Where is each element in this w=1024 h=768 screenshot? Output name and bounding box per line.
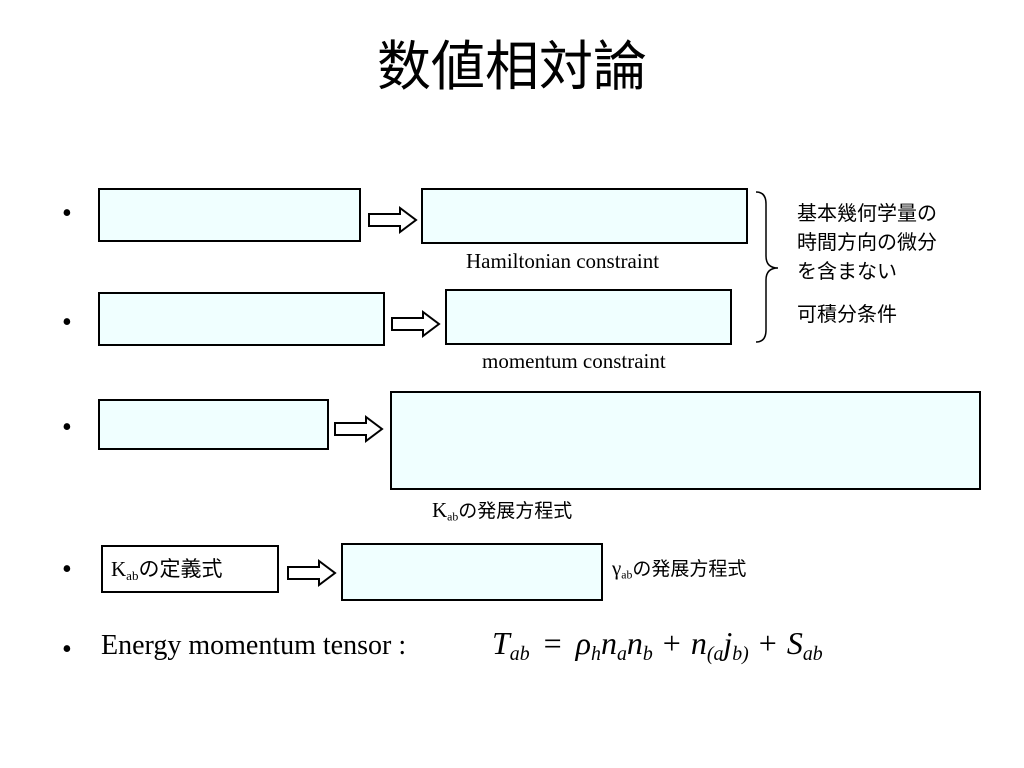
bullet-3: •: [62, 412, 72, 443]
kab-def-subscript: ab: [126, 567, 139, 583]
eq-n1-sub: a: [616, 642, 627, 665]
eq-rho-sub: h: [591, 642, 601, 665]
bullet-2: •: [62, 307, 72, 338]
gamma-subscript: ab: [621, 568, 633, 582]
kab-symbol: K: [432, 498, 448, 522]
row3-arrow-icon: [334, 415, 384, 443]
row1-right-box: [421, 188, 748, 244]
eq-n3: n: [690, 625, 707, 661]
eq-rho: ρ: [575, 625, 592, 661]
brace-note-line4: 可積分条件: [797, 302, 897, 326]
brace-note: 基本幾何学量の 時間方向の微分 を含まない 可積分条件: [797, 199, 997, 329]
row4-right-box: [341, 543, 603, 601]
brace-note-line1: 基本幾何学量の: [797, 201, 937, 225]
bullet-1: •: [62, 198, 72, 229]
row1-arrow-icon: [368, 206, 418, 234]
eq-equals: =: [543, 625, 562, 661]
eq-n1: n: [600, 625, 617, 661]
eq-n2: n: [626, 625, 643, 661]
bullet-4: •: [62, 554, 72, 585]
kab-definition-box: Kabの定義式: [101, 545, 279, 593]
kab-def-text: の定義式: [138, 557, 223, 581]
kab-definition-label: Kabの定義式: [111, 559, 222, 582]
energy-momentum-tensor-label: Energy momentum tensor :: [101, 630, 407, 661]
energy-momentum-equation: Tab = ρhnanb + n(ajb) + Sab: [492, 627, 823, 665]
brace-note-line2: 時間方向の微分: [797, 230, 937, 254]
right-brace-icon: [755, 191, 779, 343]
momentum-constraint-label: momentum constraint: [482, 349, 666, 373]
brace-note-line3: を含まない: [797, 259, 897, 283]
eq-plus-1: +: [662, 625, 681, 661]
bullet-5: •: [62, 634, 72, 665]
gamma-evolution-text: の発展方程式: [632, 558, 747, 580]
eq-n2-sub: b: [642, 642, 653, 665]
row1-left-box: [98, 188, 361, 242]
gamma-ab-evolution-label: γabの発展方程式: [612, 558, 746, 581]
kab-evolution-label: Kabの発展方程式: [432, 500, 572, 523]
page-title: 数値相対論: [377, 35, 647, 98]
row2-left-box: [98, 292, 385, 346]
eq-S-sub: ab: [802, 642, 823, 665]
row2-arrow-icon: [391, 310, 441, 338]
eq-j: j: [723, 625, 733, 661]
eq-S: S: [786, 625, 803, 661]
eq-plus-2: +: [758, 625, 777, 661]
eq-T-sub: ab: [509, 642, 530, 665]
gamma-symbol: γ: [612, 556, 622, 580]
row2-right-box: [445, 289, 732, 345]
kab-evolution-text: の発展方程式: [458, 500, 573, 522]
hamiltonian-constraint-label: Hamiltonian constraint: [466, 249, 660, 273]
row3-right-box: [390, 391, 981, 490]
kab-subscript: ab: [447, 510, 459, 524]
eq-T: T: [492, 625, 510, 661]
row4-arrow-icon: [287, 559, 337, 587]
eq-n3-sub: (a: [706, 642, 724, 665]
kab-def-symbol: K: [111, 557, 127, 581]
row3-left-box: [98, 399, 329, 450]
eq-j-sub: b): [732, 642, 749, 665]
